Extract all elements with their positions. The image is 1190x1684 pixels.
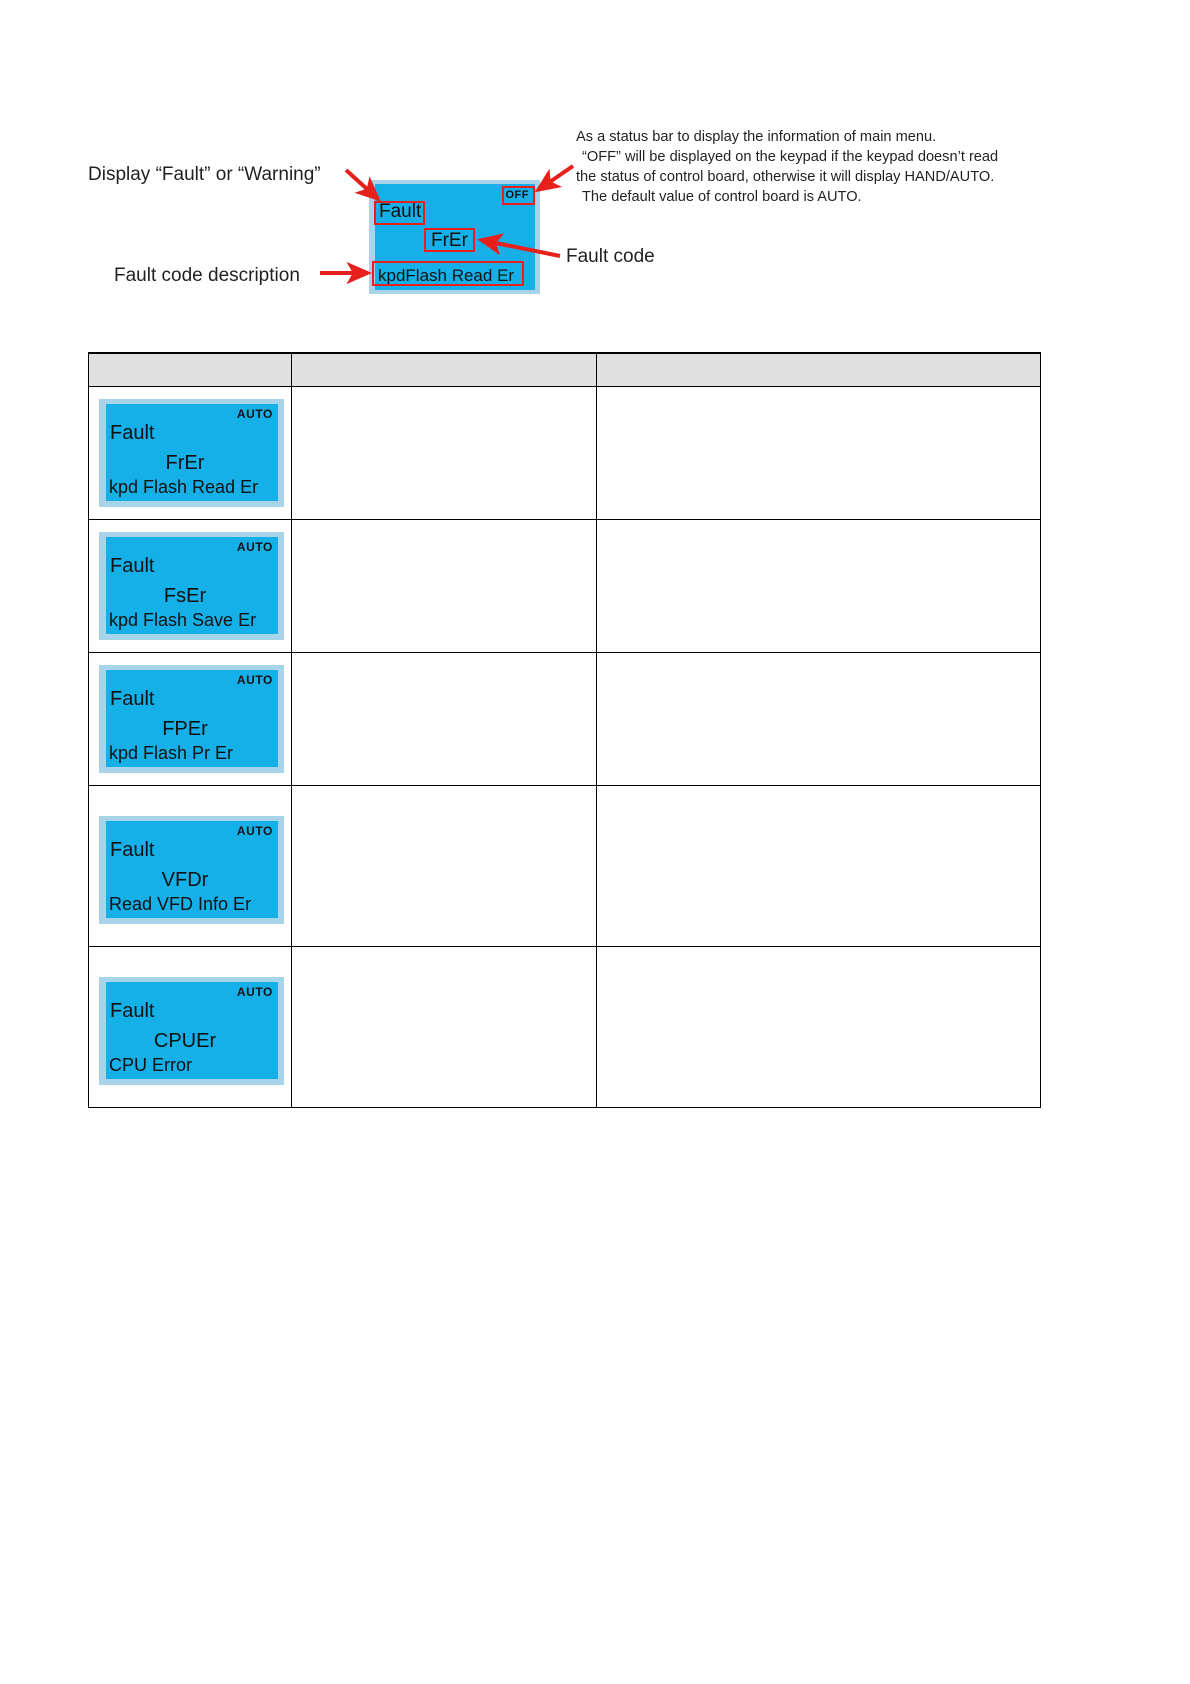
table-header-cell-1: [88, 352, 292, 387]
lcd-display: AUTO Fault FsEr kpd Flash Save Er: [99, 532, 284, 640]
lcd-fault-description: kpd Flash Save Er: [109, 610, 257, 630]
label-display-fault-or-warning: Display “Fault” or “Warning”: [88, 164, 321, 185]
highlight-box-fault-title: [374, 201, 425, 225]
lcd-status-badge: AUTO: [236, 673, 273, 687]
lcd-fault-code: VFDr: [161, 869, 209, 891]
note-line-2: “OFF” will be displayed on the keypad if…: [582, 148, 999, 165]
lcd-fault-title: Fault: [110, 688, 155, 710]
lcd-fault-title: Fault: [110, 839, 155, 861]
table-cell-action: [596, 652, 1041, 786]
lcd-display: AUTO Fault FrEr kpd Flash Read Er: [99, 399, 284, 507]
table-header-cell-3: [596, 352, 1041, 387]
table-cell-cause: [291, 386, 597, 520]
highlight-box-status-badge: [502, 186, 535, 205]
table-cell-display: AUTO Fault FsEr kpd Flash Save Er: [88, 519, 292, 653]
lcd-display: AUTO Fault VFDr Read VFD Info Er: [99, 816, 284, 924]
note-line-4: The default value of control board is AU…: [582, 188, 862, 205]
lcd-status-badge: AUTO: [236, 540, 273, 554]
table-cell-display: AUTO Fault FPEr kpd Flash Pr Er: [88, 652, 292, 786]
table-cell-cause: [291, 519, 597, 653]
table-cell-cause: [291, 946, 597, 1108]
lcd-status-badge: AUTO: [236, 407, 273, 421]
fault-code-table: AUTO Fault FrEr kpd Flash Read Er AUTO F…: [88, 352, 1041, 1108]
lcd-status-badge: AUTO: [236, 985, 273, 999]
table-row: AUTO Fault FrEr kpd Flash Read Er: [88, 386, 1041, 520]
lcd-screen: AUTO Fault FrEr kpd Flash Read Er: [106, 404, 278, 501]
table-cell-action: [596, 946, 1041, 1108]
lcd-screen: AUTO Fault FPEr kpd Flash Pr Er: [106, 670, 278, 767]
lcd-fault-code: FrEr: [165, 452, 205, 474]
lcd-status-badge: AUTO: [236, 824, 273, 838]
table-cell-display: AUTO Fault CPUEr CPU Error: [88, 946, 292, 1108]
table-header-row: [88, 352, 1041, 387]
table-cell-action: [596, 519, 1041, 653]
lcd-fault-description: Read VFD Info Er: [109, 894, 252, 914]
table-cell-display: AUTO Fault VFDr Read VFD Info Er: [88, 785, 292, 947]
keypad-status-badge: OFF: [505, 189, 529, 201]
table-row: AUTO Fault CPUEr CPU Error: [88, 946, 1041, 1108]
label-fault-code-description: Fault code description: [114, 265, 300, 286]
table-header-cell-2: [291, 352, 597, 387]
table-cell-cause: [291, 652, 597, 786]
note-status-bar: As a status bar to display the informati…: [576, 128, 1056, 208]
highlight-box-fault-description: [372, 261, 524, 286]
lcd-fault-code: CPUEr: [153, 1030, 217, 1052]
table-row: AUTO Fault VFDr Read VFD Info Er: [88, 785, 1041, 947]
lcd-fault-code: FsEr: [163, 585, 207, 607]
arrow-to-status-badge: [534, 164, 575, 193]
lcd-screen: AUTO Fault VFDr Read VFD Info Er: [106, 821, 278, 918]
keypad-fault-code: FrEr: [431, 230, 468, 251]
table-cell-cause: [291, 785, 597, 947]
lcd-screen: AUTO Fault FsEr kpd Flash Save Er: [106, 537, 278, 634]
lcd-display: AUTO Fault CPUEr CPU Error: [99, 977, 284, 1085]
lcd-screen: AUTO Fault CPUEr CPU Error: [106, 982, 278, 1079]
note-line-1: As a status bar to display the informati…: [576, 129, 937, 145]
table-body: AUTO Fault FrEr kpd Flash Read Er AUTO F…: [88, 386, 1041, 1108]
lcd-display: AUTO Fault FPEr kpd Flash Pr Er: [99, 665, 284, 773]
lcd-fault-description: CPU Error: [109, 1055, 193, 1075]
lcd-fault-title: Fault: [110, 555, 155, 577]
lcd-fault-title: Fault: [110, 1000, 155, 1022]
table-row: AUTO Fault FPEr kpd Flash Pr Er: [88, 652, 1041, 786]
label-fault-code: Fault code: [566, 246, 655, 267]
table-cell-display: AUTO Fault FrEr kpd Flash Read Er: [88, 386, 292, 520]
lcd-fault-description: kpd Flash Pr Er: [109, 743, 234, 763]
lcd-fault-description: kpd Flash Read Er: [109, 477, 259, 497]
note-line-3: the status of control board, otherwise i…: [576, 168, 995, 185]
keypad-annotation-diagram: Display “Fault” or “Warning” Fault code …: [0, 0, 1190, 330]
lcd-fault-code: FPEr: [162, 718, 208, 740]
highlight-box-fault-code: [424, 228, 475, 252]
table-cell-action: [596, 785, 1041, 947]
keypad-fault-description: kpdFlash Read Er: [378, 266, 515, 285]
keypad-fault-title: Fault: [379, 201, 422, 222]
table-row: AUTO Fault FsEr kpd Flash Save Er: [88, 519, 1041, 653]
lcd-fault-title: Fault: [110, 422, 155, 444]
table-cell-action: [596, 386, 1041, 520]
